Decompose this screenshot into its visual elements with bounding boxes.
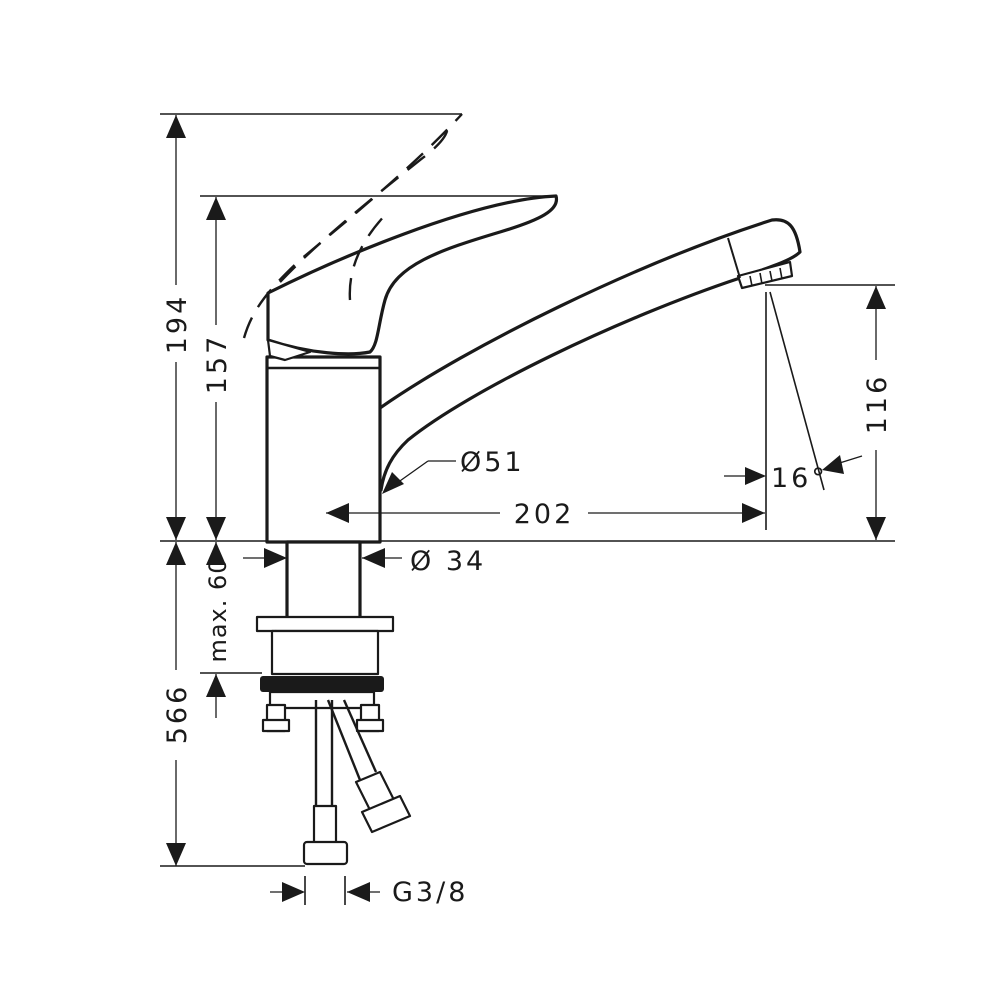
- dimension-lines: [166, 115, 886, 905]
- dimension-labels: 194 157 116 566 max. 60 202 Ø51 16° Ø 34…: [162, 294, 893, 908]
- dim-diameter-34-label: Ø 34: [410, 546, 486, 577]
- mounting-plate: [255, 615, 395, 633]
- dim-max60-label: max. 60: [204, 557, 232, 662]
- dim-116-label: 116: [862, 374, 893, 435]
- hose-fitting-right: [360, 794, 412, 834]
- mounting-assembly: [255, 540, 412, 866]
- dim-angle-16-label: 16°: [771, 463, 828, 494]
- mounting-nut: [260, 676, 384, 692]
- lever: [266, 194, 559, 356]
- spout: [364, 218, 802, 492]
- faucet-body: [242, 113, 802, 544]
- dim-194-label: 194: [162, 294, 193, 355]
- dim-thread-label: G3/8: [392, 877, 468, 908]
- dim-diameter-51-label: Ø51: [460, 447, 525, 478]
- dim-157-label: 157: [202, 334, 233, 395]
- shank: [285, 540, 362, 620]
- body-cylinder: [265, 355, 382, 544]
- dim-202-label: 202: [514, 499, 575, 530]
- dim-566-label: 566: [162, 684, 193, 745]
- hose-fitting-left: [302, 840, 349, 866]
